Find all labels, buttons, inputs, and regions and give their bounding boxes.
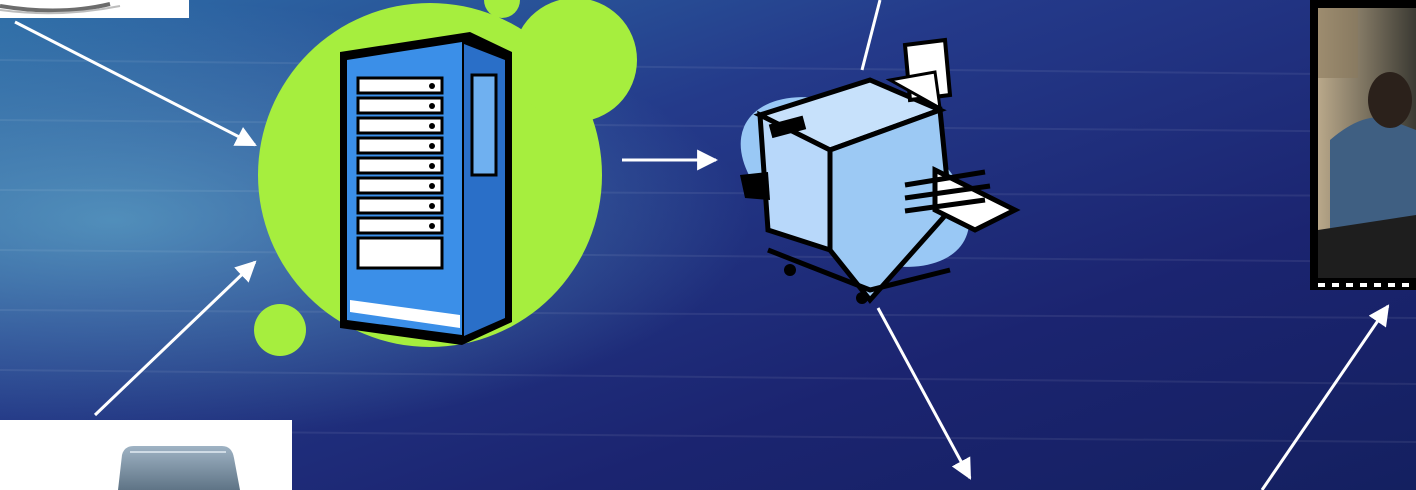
arrow-device-to-server — [14, 20, 257, 147]
arrow-laptop-to-server — [93, 260, 257, 417]
server-rack-icon — [254, 0, 637, 356]
connector-arrows — [14, 0, 1390, 490]
arrow-printer-to-bottom — [876, 307, 972, 480]
laptop-icon — [0, 420, 292, 490]
line-printer-to-top — [860, 0, 882, 71]
arrow-bottom-to-photo — [1260, 304, 1390, 490]
device-image-icon — [0, 0, 189, 18]
printer-icon — [740, 37, 1021, 304]
person-at-computer-photo — [1310, 0, 1416, 290]
